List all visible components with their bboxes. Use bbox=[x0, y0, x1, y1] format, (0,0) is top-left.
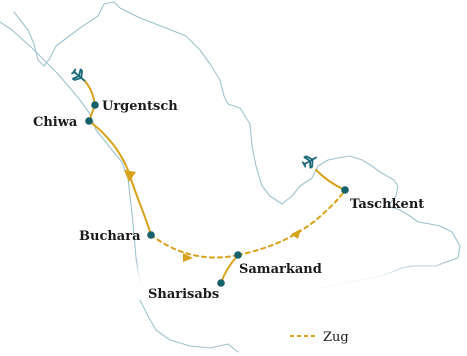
city-label-samarkand: Samarkand bbox=[239, 262, 322, 277]
legend: Zug bbox=[290, 330, 349, 345]
train-route-samarkand-taschkent bbox=[237, 189, 346, 256]
city-dot-urgentsch bbox=[91, 101, 99, 109]
arrow-icon bbox=[291, 229, 301, 239]
flight-route-taschkent bbox=[315, 169, 346, 191]
airplane-icon bbox=[301, 155, 317, 169]
routes bbox=[83, 79, 346, 284]
city-label-sharisabs: Sharisabs bbox=[148, 287, 219, 302]
city-markers bbox=[85, 101, 349, 287]
city-dot-buchara bbox=[147, 231, 155, 239]
flight-route-urgentsch bbox=[83, 79, 96, 106]
city-dot-samarkand bbox=[234, 251, 242, 259]
airplane-icon bbox=[71, 68, 86, 82]
map-fade bbox=[0, 262, 467, 304]
city-dot-chiwa bbox=[85, 117, 93, 125]
train-route-buchara-samarkand bbox=[150, 234, 239, 259]
country-border bbox=[0, 21, 151, 321]
city-label-chiwa: Chiwa bbox=[33, 115, 78, 130]
city-label-buchara: Buchara bbox=[79, 229, 141, 244]
city-dot-taschkent bbox=[341, 186, 349, 194]
road-route-chiwa-buchara bbox=[88, 120, 152, 236]
legend-train-label: Zug bbox=[323, 330, 349, 345]
city-dot-sharisabs bbox=[217, 279, 225, 287]
country-border-north bbox=[13, 1, 461, 289]
country-border-lower bbox=[139, 299, 239, 353]
city-label-urgentsch: Urgentsch bbox=[102, 99, 178, 114]
city-label-taschkent: Taschkent bbox=[350, 197, 424, 212]
arrow-icon bbox=[124, 170, 136, 182]
arrow-icon bbox=[183, 253, 193, 262]
legend-area bbox=[0, 300, 467, 356]
